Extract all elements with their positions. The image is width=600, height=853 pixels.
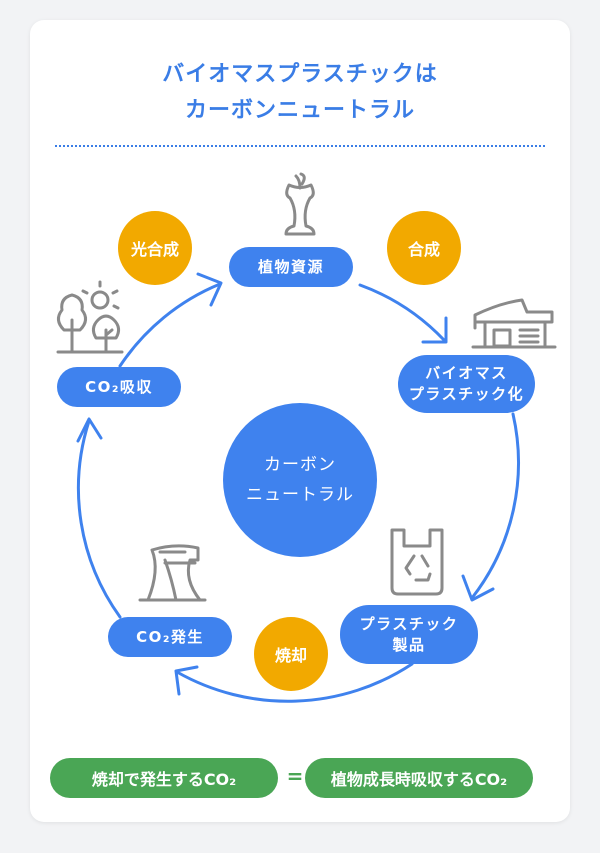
arrow-plant-to-biomass	[358, 283, 448, 344]
title-line-2: カーボンニュートラル	[184, 98, 415, 123]
arrow-biomass-to-product	[461, 412, 520, 602]
process-synthesis: 合成	[387, 211, 461, 285]
equals-sign: =	[286, 764, 304, 788]
trees-sun-icon	[56, 280, 124, 354]
factory-icon	[138, 544, 207, 602]
process-photosynthesis: 光合成	[118, 211, 192, 285]
equation-right: 植物成長時吸収するCO₂	[305, 758, 533, 798]
recycle-bag-icon	[390, 528, 444, 596]
node-plastic-product: プラスチック 製品	[340, 605, 478, 664]
apple-core-icon	[284, 172, 316, 236]
arrow-product-to-emission	[174, 662, 414, 703]
node-product-line-2: 製品	[392, 635, 426, 654]
carbon-neutral-circle: カーボン ニュートラル	[223, 403, 377, 557]
arrow-emission-to-absorption	[76, 417, 122, 619]
node-co2-emission: CO₂発生	[108, 617, 232, 657]
center-line-2: ニュートラル	[246, 485, 354, 505]
node-plant-resource: 植物資源	[229, 247, 353, 287]
node-product-line-1: プラスチック	[359, 614, 459, 633]
node-biomass-plastic: バイオマス プラスチック化	[398, 355, 535, 413]
arrow-absorption-to-plant	[118, 272, 223, 368]
title-divider	[55, 145, 545, 147]
process-incineration: 焼却	[254, 617, 328, 691]
node-co2-absorption: CO₂吸収	[57, 367, 181, 407]
house-icon	[471, 298, 557, 349]
node-biomass-line-2: プラスチック化	[408, 385, 525, 403]
node-biomass-line-1: バイオマス	[425, 364, 508, 382]
center-line-1: カーボン	[264, 455, 336, 475]
title-line-1: バイオマスプラスチックは	[162, 62, 438, 87]
equation-left: 焼却で発生するCO₂	[50, 758, 278, 798]
